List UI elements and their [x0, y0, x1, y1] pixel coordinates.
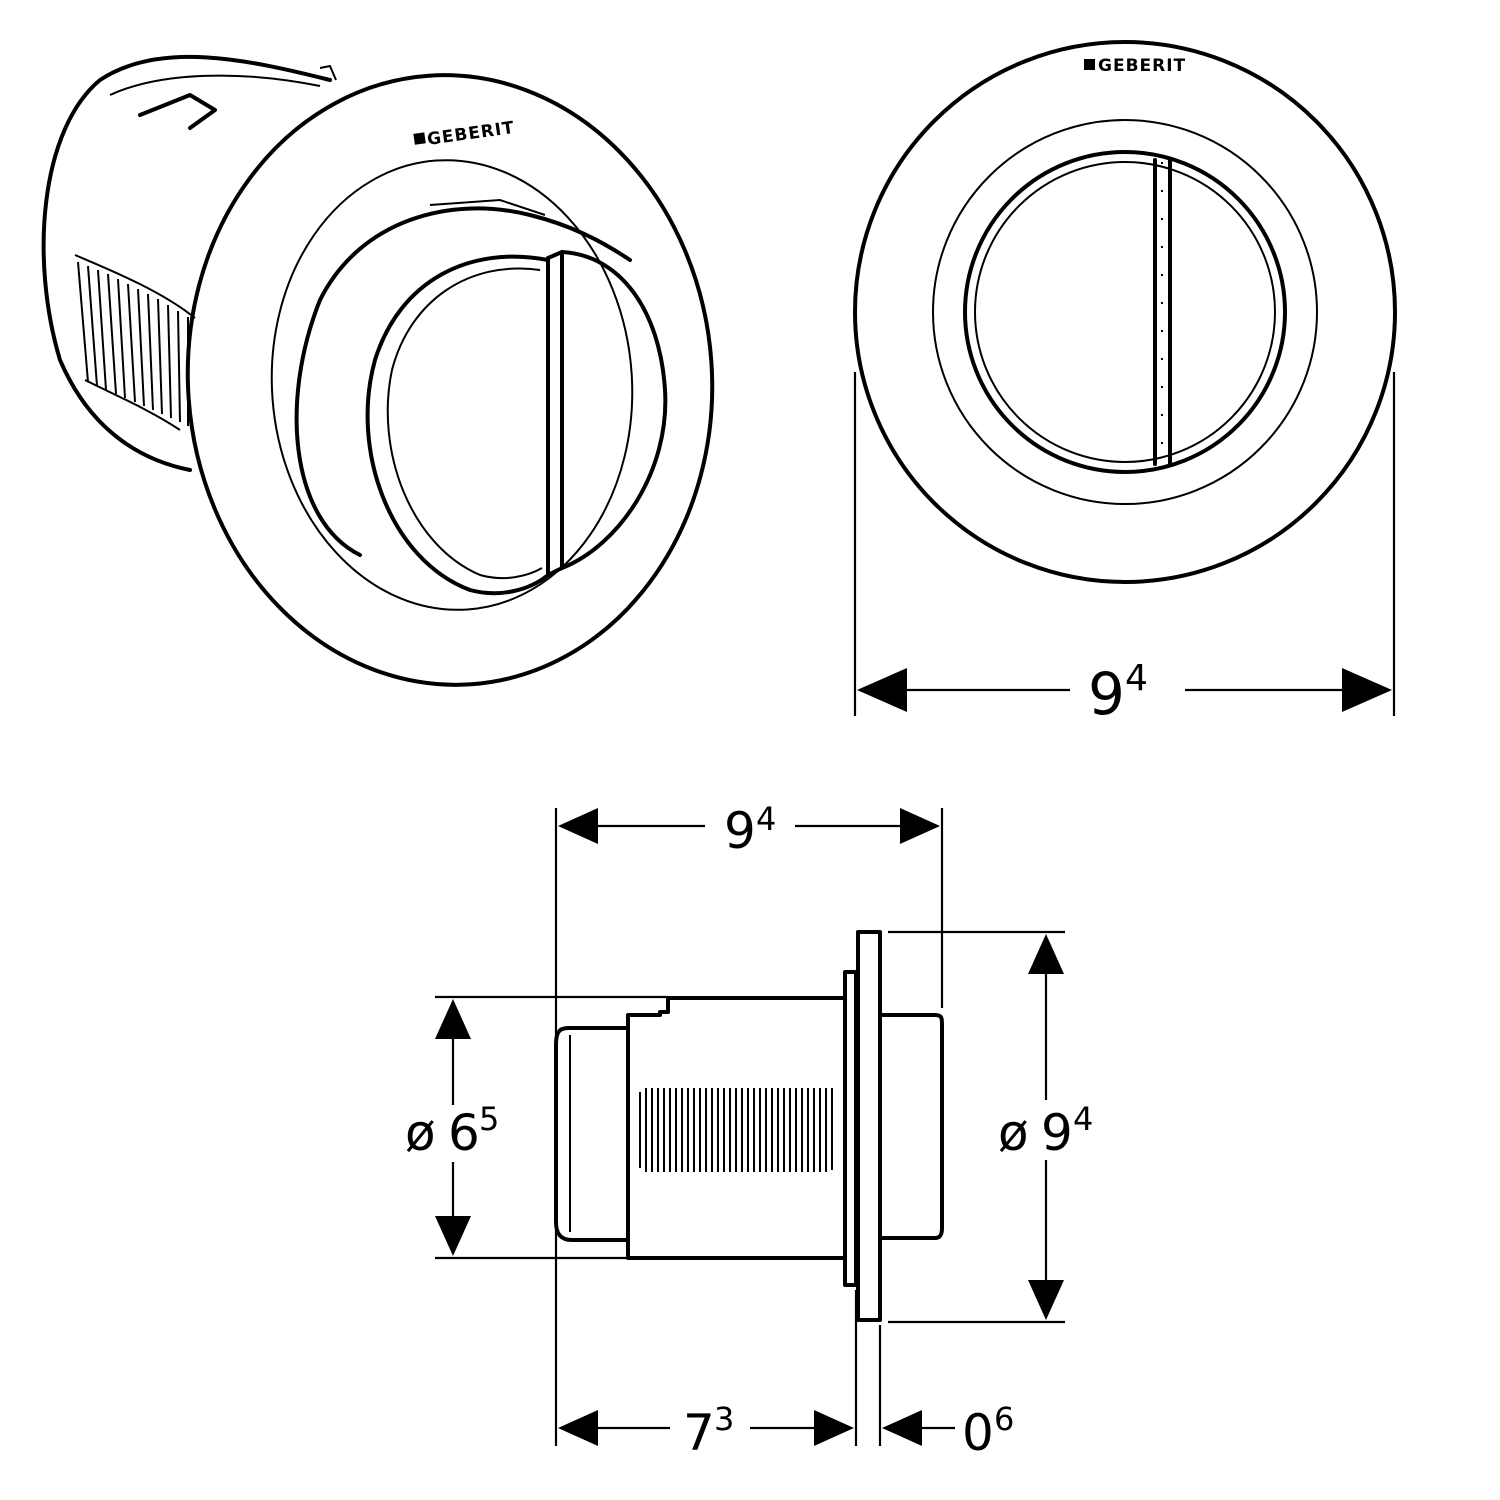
dim-body-depth-value: 7 [683, 1404, 715, 1462]
iso-cover-plate [185, 73, 715, 687]
front-view: GEBERIT 9 4 [853, 40, 1397, 728]
front-logo-square [1084, 59, 1095, 70]
dim-plate-thickness-value: 0 [962, 1404, 994, 1462]
iso-body-cylinder [41, 54, 332, 472]
dim-body-diameter-sup: 5 [479, 1100, 499, 1138]
iso-button-split [546, 250, 564, 577]
front-cover-plate [853, 40, 1397, 584]
dim-plate-thickness-sup: 6 [994, 1400, 1014, 1438]
side-thread [639, 1088, 833, 1172]
dim-body-depth: 7 3 [558, 1400, 854, 1462]
front-plate-inner-ring [932, 119, 1318, 505]
dim-top-overall-value: 9 [724, 802, 756, 860]
dim-body-depth-sup: 3 [714, 1400, 734, 1438]
dim-front-width-value: 9 [1088, 660, 1125, 728]
dim-plate-diameter-value: 9 [1041, 1104, 1073, 1162]
dim-front-width-sup: 4 [1125, 658, 1148, 699]
side-cover-plate [856, 930, 882, 1322]
side-front-ring [878, 1013, 944, 1240]
dim-top-overall-sup: 4 [756, 800, 776, 838]
dim-body-diameter-value: 6 [448, 1104, 480, 1162]
dim-plate-diameter-sup: 4 [1073, 1100, 1093, 1138]
iso-button-housing [294, 206, 632, 557]
isometric-view: GEBERIT [41, 54, 715, 687]
dim-plate-thickness: 0 6 [882, 1400, 1014, 1462]
side-view: 9 4 ø 6 5 ø 9 4 7 [405, 800, 1093, 1462]
iso-thread [74, 254, 196, 431]
dim-plate-diameter-prefix: ø [998, 1104, 1029, 1162]
iso-logo-square [413, 132, 426, 145]
iso-logo-text: GEBERIT [426, 118, 516, 150]
dim-plate-diameter: ø 9 4 [998, 934, 1093, 1320]
dim-body-diameter: ø 6 5 [405, 999, 499, 1256]
front-button-ring [963, 150, 1287, 474]
front-logo-text: GEBERIT [1098, 56, 1186, 76]
iso-plate-inner-ring [270, 159, 634, 611]
side-flange [843, 970, 858, 1287]
dim-top-overall: 9 4 [558, 800, 940, 860]
dim-front-width: 9 4 [857, 658, 1392, 728]
dim-body-diameter-prefix: ø [405, 1104, 436, 1162]
side-button-cap [554, 1026, 630, 1242]
iso-right-button[interactable] [560, 250, 668, 570]
iso-left-button[interactable] [365, 254, 550, 596]
